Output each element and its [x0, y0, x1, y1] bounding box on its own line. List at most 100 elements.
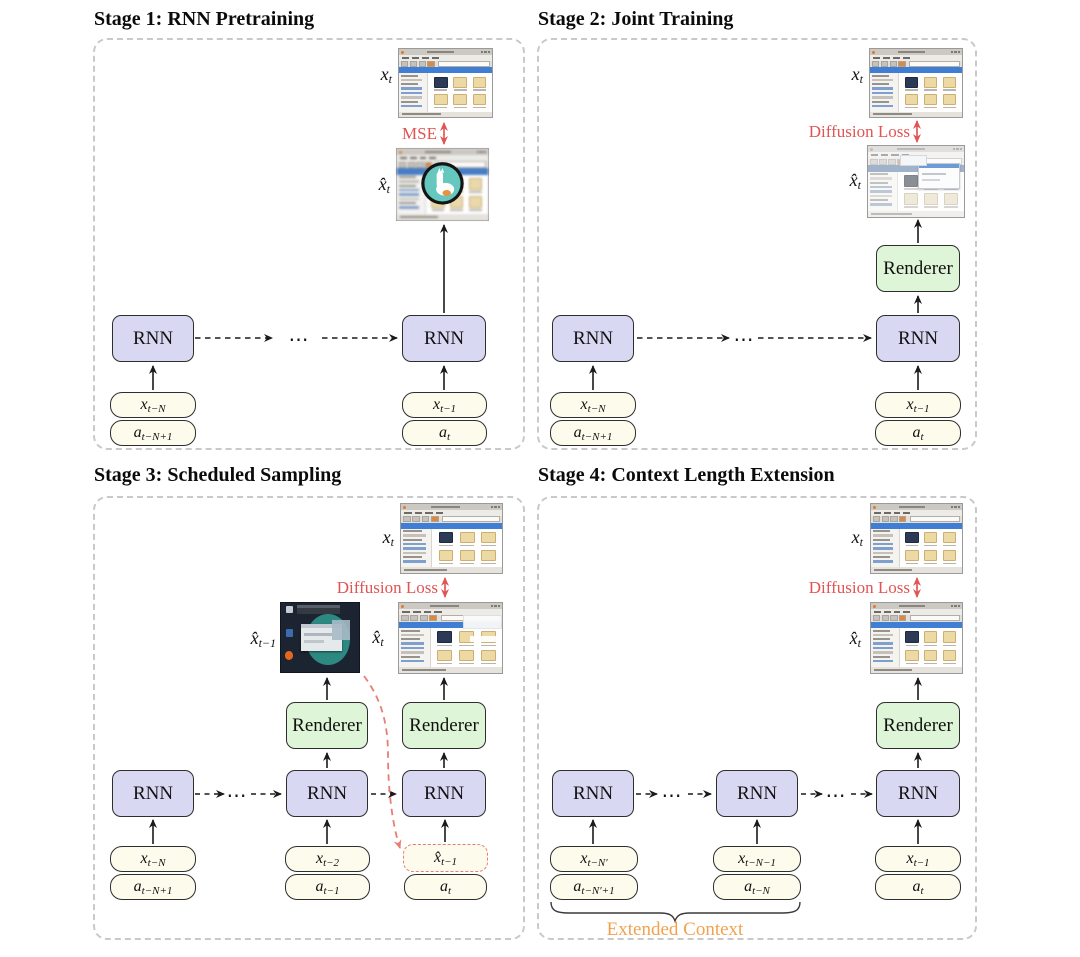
llama-overlay: [397, 149, 488, 220]
glyph: [869, 203, 892, 206]
glyph: [472, 94, 487, 106]
rnn-label: RNN: [132, 327, 174, 349]
math-base: x: [432, 395, 441, 413]
mini-menubar: [870, 55, 962, 61]
s1-input-x-left: xt−N: [110, 392, 196, 418]
glyph: [872, 542, 894, 546]
math-sub: t: [390, 535, 394, 549]
glyph: [453, 76, 467, 88]
glyph: [402, 547, 426, 550]
s3-renderer-box-middle: Renderer: [286, 702, 368, 749]
glyph: [872, 530, 890, 533]
glyph: [872, 633, 894, 637]
glyph: [400, 157, 407, 160]
glyph: [398, 176, 416, 179]
glyph: [880, 60, 889, 67]
glyph: [497, 505, 500, 509]
mini-menubar: [399, 55, 492, 61]
mini-warning-banner: [871, 522, 962, 529]
glyph: [923, 89, 937, 91]
mini-file-icon: [903, 630, 922, 647]
rnn-label: RNN: [572, 327, 614, 349]
math-base: a: [573, 423, 582, 441]
mini-titlebar: [871, 504, 962, 511]
mini-window: [399, 603, 502, 673]
glyph: [872, 538, 890, 541]
mini-sidebar: [871, 628, 900, 668]
glyph: [924, 544, 938, 547]
glyph: [905, 532, 919, 544]
glyph: [470, 635, 501, 643]
glyph: [871, 104, 893, 108]
mini-warning-banner: [868, 165, 964, 172]
glyph: [888, 158, 896, 165]
mini-statusbar: [401, 567, 502, 573]
mini-app-icon: [873, 604, 876, 608]
s4-input-a-right: at: [875, 874, 961, 900]
glyph: [905, 544, 919, 547]
mini-window-buttons: [480, 50, 490, 54]
mini-address-field: [909, 60, 960, 67]
glyph: [438, 549, 454, 562]
glyph: [890, 615, 898, 622]
glyph: [434, 106, 448, 109]
mini-toolbar: [871, 614, 962, 622]
glyph: [480, 644, 496, 647]
math-base: x: [140, 849, 148, 867]
glyph: [905, 631, 919, 644]
math-base: x: [315, 849, 324, 867]
glyph: [481, 544, 496, 547]
math-sub: t: [920, 884, 924, 897]
glyph: [438, 544, 454, 547]
mini-window: [871, 603, 962, 673]
glyph: [400, 655, 420, 658]
glyph: [903, 174, 918, 187]
glyph: [881, 516, 889, 523]
math-base: x̂: [849, 628, 858, 648]
glyph: [871, 83, 889, 86]
llama-logo: [421, 162, 464, 205]
mini-window-title: [431, 506, 461, 509]
mini-window: [868, 146, 964, 217]
math-sub: t: [446, 430, 451, 443]
s1-obs-label: xt: [350, 64, 392, 87]
s2-input-x-left: xt−N: [550, 392, 636, 418]
s1-input-a-left: at−N+1: [110, 420, 196, 446]
glyph: [882, 56, 890, 59]
mini-statusbar: [871, 667, 962, 673]
glyph: [893, 511, 901, 514]
mini-body: [868, 171, 964, 212]
math-sub: t−N: [752, 884, 770, 897]
glyph: [481, 532, 496, 544]
glyph: [924, 649, 938, 662]
mini-file-icon: [466, 177, 485, 194]
s3-rnn-box-middle: RNN: [286, 770, 368, 817]
glyph: [872, 547, 894, 550]
mini-file-grid: [432, 528, 502, 568]
firefox-icon: [284, 651, 294, 661]
glyph: [433, 76, 448, 88]
mini-window-title: [898, 506, 925, 509]
s4-loss-label: Diffusion Loss: [808, 578, 910, 597]
glyph: [404, 511, 412, 514]
mini-statusbar: [871, 567, 962, 573]
s2-ellipsis: ⋯: [733, 329, 755, 351]
glyph: [468, 196, 483, 208]
mini-sidebar: [399, 73, 429, 112]
glyph: [905, 644, 919, 647]
glyph: [400, 638, 420, 641]
s4-prediction-screenshot: [870, 602, 963, 674]
glyph: [944, 206, 958, 208]
glyph: [872, 560, 894, 563]
glyph: [922, 178, 940, 181]
glyph: [399, 161, 407, 168]
glyph: [400, 74, 419, 77]
glyph: [872, 556, 890, 559]
glyph: [416, 161, 424, 168]
stage2-panel: [537, 38, 977, 450]
mini-sidebar: [871, 528, 900, 568]
math-base: a: [315, 877, 324, 895]
glyph: [924, 631, 938, 644]
glyph: [902, 56, 910, 59]
